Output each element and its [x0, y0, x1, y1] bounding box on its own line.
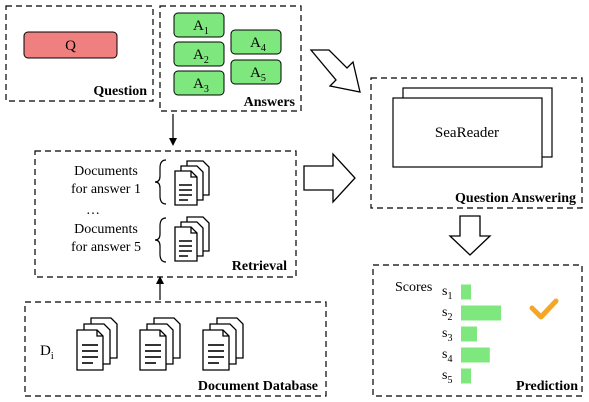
answer-node-4: A4 — [230, 29, 282, 55]
answers-box-title: Answers — [244, 95, 296, 110]
score-bar-3 — [461, 326, 477, 342]
answer-node-label: A1 — [193, 18, 209, 37]
answer-node-5: A5 — [230, 59, 282, 85]
question-node-label: Q — [65, 38, 76, 54]
score-bar-5 — [461, 368, 471, 384]
score-label-4: s4 — [442, 347, 452, 365]
question-box: Q Question — [5, 5, 154, 102]
documents-answer5-icon — [174, 216, 210, 262]
qa-box-title: Question Answering — [455, 191, 576, 206]
document-stack-icon-3 — [202, 317, 244, 371]
question-node — [23, 31, 118, 59]
answer-node-label: A3 — [193, 76, 209, 95]
qa-box: SeaReader Question Answering — [370, 77, 583, 209]
database-to-retrieval-arrow — [156, 276, 164, 300]
docs-answer1-line1: Documents — [74, 164, 138, 179]
seareader-model-card — [392, 97, 543, 168]
score-bar-1 — [461, 284, 471, 300]
database-box-title: Document Database — [198, 379, 318, 394]
document-stack-icon-2 — [139, 317, 181, 371]
score-bar-4 — [461, 347, 490, 363]
retrieval-box: Documents for answer 1 … Documents for a… — [34, 150, 297, 278]
answer-node-2: A2 — [173, 41, 225, 67]
answer-node-label: A4 — [250, 35, 266, 54]
qa-to-prediction-arrow — [448, 215, 492, 256]
score-label-2: s2 — [442, 305, 452, 323]
answer-node-label: A2 — [193, 47, 209, 66]
answers-to-qa-arrow — [309, 49, 361, 93]
seareader-label: SeaReader — [435, 125, 499, 141]
database-box: Di Document Database — [24, 301, 327, 397]
brace-answer1 — [154, 159, 167, 205]
document-stack-icon-1 — [76, 317, 118, 371]
prediction-box: Scores s1 s2 s3 s4 s5 Prediction — [372, 264, 583, 397]
score-label-3: s3 — [442, 326, 452, 344]
documents-answer1-icon — [174, 160, 210, 206]
scores-label: Scores — [395, 280, 432, 295]
score-label-5: s5 — [442, 368, 452, 386]
answers-to-retrieval-arrow — [169, 114, 177, 146]
score-label-1: s1 — [442, 284, 452, 302]
question-box-title: Question — [93, 84, 147, 99]
best-answer-check-icon — [529, 298, 559, 320]
brace-answer5 — [154, 217, 167, 263]
retrieval-box-title: Retrieval — [232, 259, 287, 274]
answer-node-3: A3 — [173, 70, 225, 96]
prediction-box-title: Prediction — [516, 379, 578, 394]
docs-ellipsis: … — [86, 203, 100, 218]
score-bar-2 — [461, 305, 501, 321]
retrieval-to-qa-arrow — [303, 152, 356, 204]
docs-answer5-line1: Documents — [74, 222, 138, 237]
docs-answer1-line2: for answer 1 — [71, 182, 141, 197]
database-label: Di — [40, 343, 54, 362]
answer-node-1: A1 — [173, 12, 225, 38]
answer-node-label: A5 — [250, 65, 266, 84]
docs-answer5-line2: for answer 5 — [71, 240, 141, 255]
